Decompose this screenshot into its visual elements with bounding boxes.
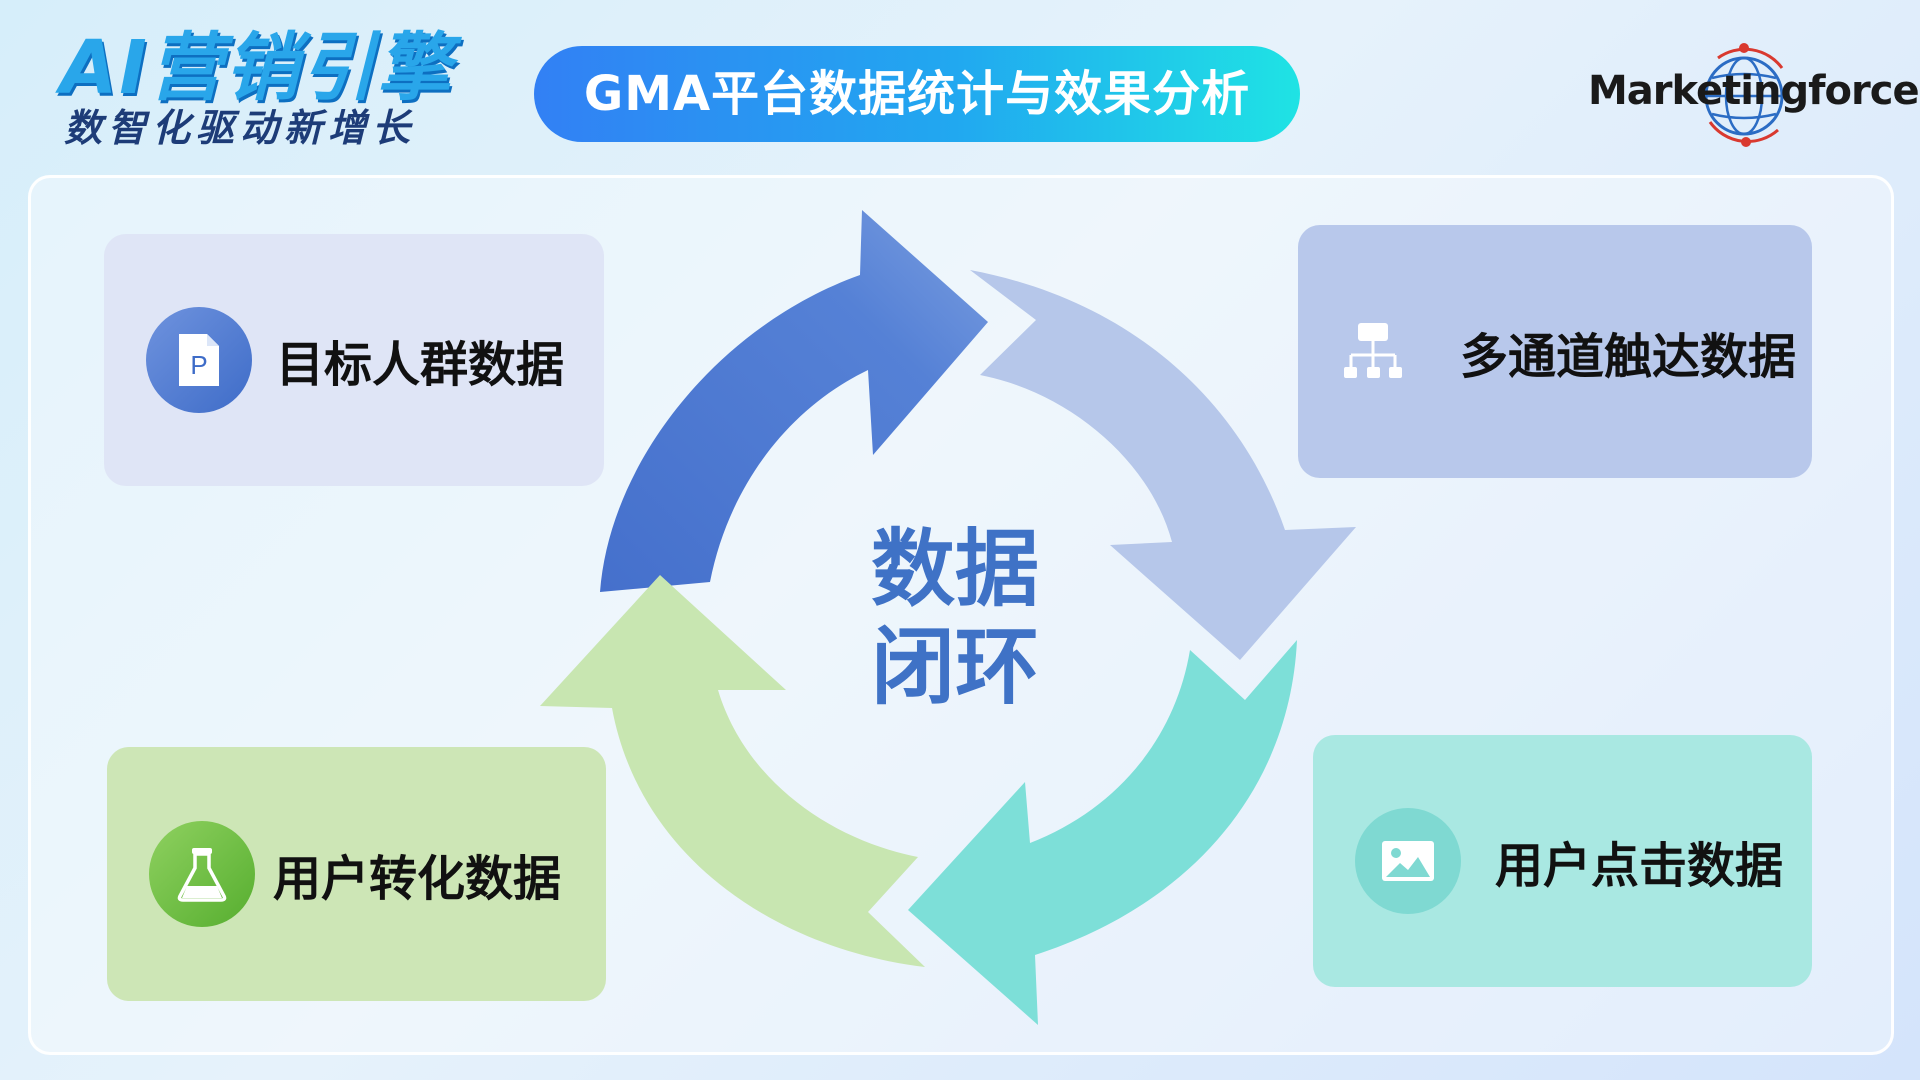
center-line-1: 数据 xyxy=(870,520,1039,618)
globe-icon xyxy=(1704,43,1784,147)
logo-text: Marketingforce xyxy=(1588,68,1920,114)
card-user-conversion: 用户转化数据 xyxy=(107,747,606,1001)
company-logo: Marketingforce xyxy=(1576,36,1920,147)
org-chart-icon xyxy=(1338,317,1408,387)
card-multichannel: 多通道触达数据 xyxy=(1298,225,1812,478)
cycle-arrow-green xyxy=(540,575,925,967)
card-target-audience: P 目标人群数据 xyxy=(104,234,604,486)
page-title: GMA平台数据统计与效果分析 xyxy=(534,46,1300,142)
brand-block: AI营销引擎 数智化驱动新增长 xyxy=(60,25,460,150)
flask-icon xyxy=(149,821,255,927)
card-label-target: 目标人群数据 xyxy=(276,337,565,393)
card-label-clicks: 用户点击数据 xyxy=(1495,838,1784,894)
cycle-center-label: 数据 闭环 xyxy=(840,520,1070,716)
cycle-arrow-teal xyxy=(908,640,1297,1025)
brand-title: AI营销引擎 xyxy=(60,25,453,111)
brand-subtitle: 数智化驱动新增长 xyxy=(64,106,417,150)
svg-text:P: P xyxy=(190,350,207,380)
card-label-multichannel: 多通道触达数据 xyxy=(1460,328,1797,385)
card-user-clicks: 用户点击数据 xyxy=(1313,735,1812,987)
document-p-icon: P xyxy=(146,307,252,413)
center-line-2: 闭环 xyxy=(870,618,1039,716)
card-label-conversion: 用户转化数据 xyxy=(273,851,562,907)
image-icon xyxy=(1355,808,1461,914)
cycle-arrow-blue xyxy=(600,210,988,592)
cycle-arrow-lavender xyxy=(970,270,1356,660)
